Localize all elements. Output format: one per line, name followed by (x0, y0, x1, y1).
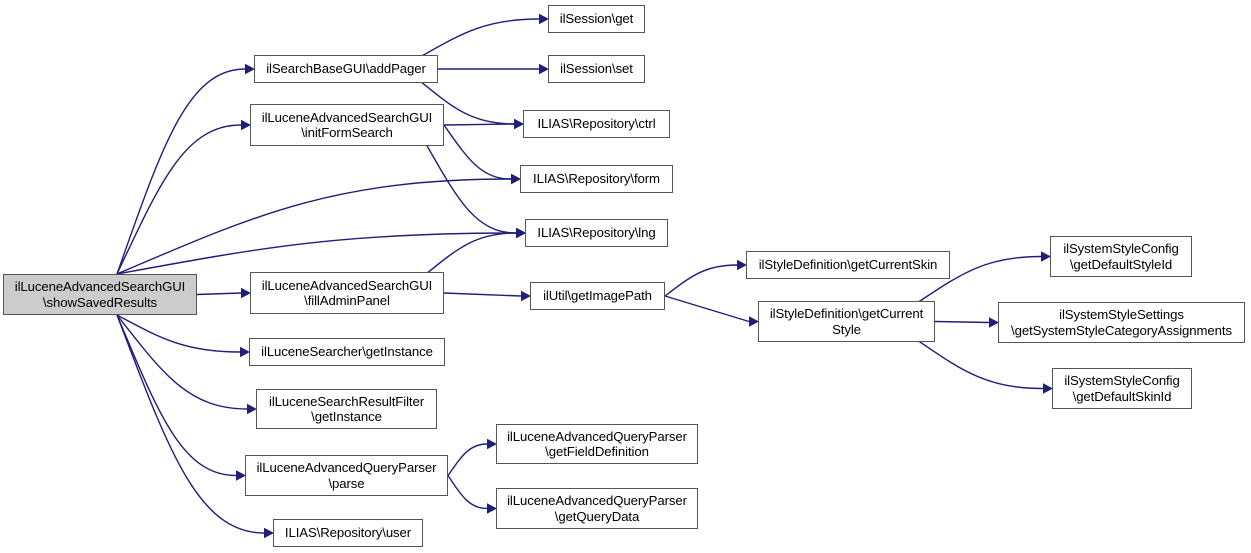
edge-root-to-addPager (116, 63, 255, 275)
graph-node-searcherGetInst[interactable]: ilLuceneSearcher\getInstance (249, 338, 445, 366)
edge-getCurrentStyle-to-catAssign (934, 317, 999, 328)
edge-root-to-initFormSearch (116, 119, 251, 275)
edge-getImagePath-to-getCurrentSkin (664, 259, 747, 297)
graph-node-repoUser[interactable]: ILIAS\Repository\user (273, 519, 423, 547)
edge-root-to-fillAdminPanel (196, 287, 251, 299)
arrow-head (989, 317, 999, 328)
graph-node-sessionGet[interactable]: ilSession\get (548, 5, 645, 33)
graph-node-defStyleId[interactable]: ilSystemStyleConfig \getDefaultStyleId (1050, 236, 1192, 277)
edge-fillAdminPanel-to-repoLng (425, 227, 526, 275)
graph-node-repoForm[interactable]: ILIAS\Repository\form (520, 165, 673, 193)
edge-root-to-searcherGetInst (116, 314, 250, 358)
edge-getCurrentStyle-to-defStyleId (916, 251, 1051, 304)
edge-getImagePath-to-getCurrentStyle (664, 295, 759, 327)
graph-node-fillAdminPanel[interactable]: ilLuceneAdvancedSearchGUI \fillAdminPane… (250, 272, 444, 314)
edge-root-to-repoUser (116, 314, 274, 539)
graph-node-defSkinId[interactable]: ilSystemStyleConfig \getDefaultSkinId (1052, 368, 1192, 409)
graph-node-resultFilter[interactable]: ilLuceneSearchResultFilter \getInstance (256, 389, 437, 429)
arrow-head (516, 227, 526, 239)
arrow-head (514, 118, 524, 130)
arrow-head (241, 119, 251, 131)
graph-node-getFieldDef[interactable]: ilLuceneAdvancedQueryParser \getFieldDef… (496, 424, 698, 464)
arrow-head (539, 63, 549, 75)
edge-addPager-to-sessionGet (419, 13, 549, 58)
edge-root-to-repoForm (116, 173, 521, 275)
edge-root-to-queryParse (116, 314, 246, 481)
edge-initFormSearch-to-repoForm (443, 124, 521, 185)
graph-node-queryParse[interactable]: ilLuceneAdvancedQueryParser \parse (245, 455, 448, 496)
graph-node-repoCtrl[interactable]: ILIAS\Repository\ctrl (523, 110, 670, 138)
edge-queryParse-to-getQueryData (447, 475, 497, 514)
graph-node-getCurrentStyle[interactable]: ilStyleDefinition\getCurrent Style (758, 301, 935, 342)
edge-queryParse-to-getFieldDef (447, 438, 497, 476)
graph-node-initFormSearch[interactable]: ilLuceneAdvancedSearchGUI \initFormSearc… (250, 104, 444, 146)
arrow-head (241, 287, 251, 299)
edge-initFormSearch-to-repoLng (425, 143, 526, 239)
arrow-head (245, 63, 255, 75)
arrow-head (1041, 251, 1051, 262)
arrow-head (737, 259, 747, 271)
graph-node-root[interactable]: ilLuceneAdvancedSearchGUI \showSavedResu… (3, 274, 197, 315)
arrow-head (521, 290, 531, 302)
graph-node-getImagePath[interactable]: ilUtil\getImagePath (530, 282, 665, 310)
arrow-head (539, 13, 549, 25)
edge-addPager-to-sessionSet (438, 63, 549, 75)
graph-node-getQueryData[interactable]: ilLuceneAdvancedQueryParser \getQueryDat… (496, 488, 698, 529)
edge-root-to-repoLng (116, 227, 526, 275)
edge-initFormSearch-to-repoCtrl (443, 118, 524, 130)
arrow-head (511, 173, 521, 185)
graph-node-getCurrentSkin[interactable]: ilStyleDefinition\getCurrentSkin (746, 251, 950, 279)
arrow-head (240, 346, 250, 358)
arrow-head (1043, 383, 1053, 394)
arrow-head (487, 503, 497, 514)
graph-node-sessionSet[interactable]: ilSession\set (548, 55, 645, 83)
arrow-head (487, 438, 497, 450)
edge-fillAdminPanel-to-getImagePath (443, 290, 531, 302)
arrow-head (264, 527, 274, 539)
graph-node-addPager[interactable]: ilSearchBaseGUI\addPager (254, 55, 438, 83)
arrow-head (247, 403, 257, 415)
edge-root-to-resultFilter (116, 314, 257, 415)
graph-node-catAssign[interactable]: ilSystemStyleSettings \getSystemStyleCat… (998, 302, 1245, 343)
graph-node-repoLng[interactable]: ILIAS\Repository\lng (525, 219, 668, 247)
arrow-head (236, 470, 246, 481)
arrow-head (749, 316, 759, 327)
edge-getCurrentStyle-to-defSkinId (916, 339, 1053, 394)
